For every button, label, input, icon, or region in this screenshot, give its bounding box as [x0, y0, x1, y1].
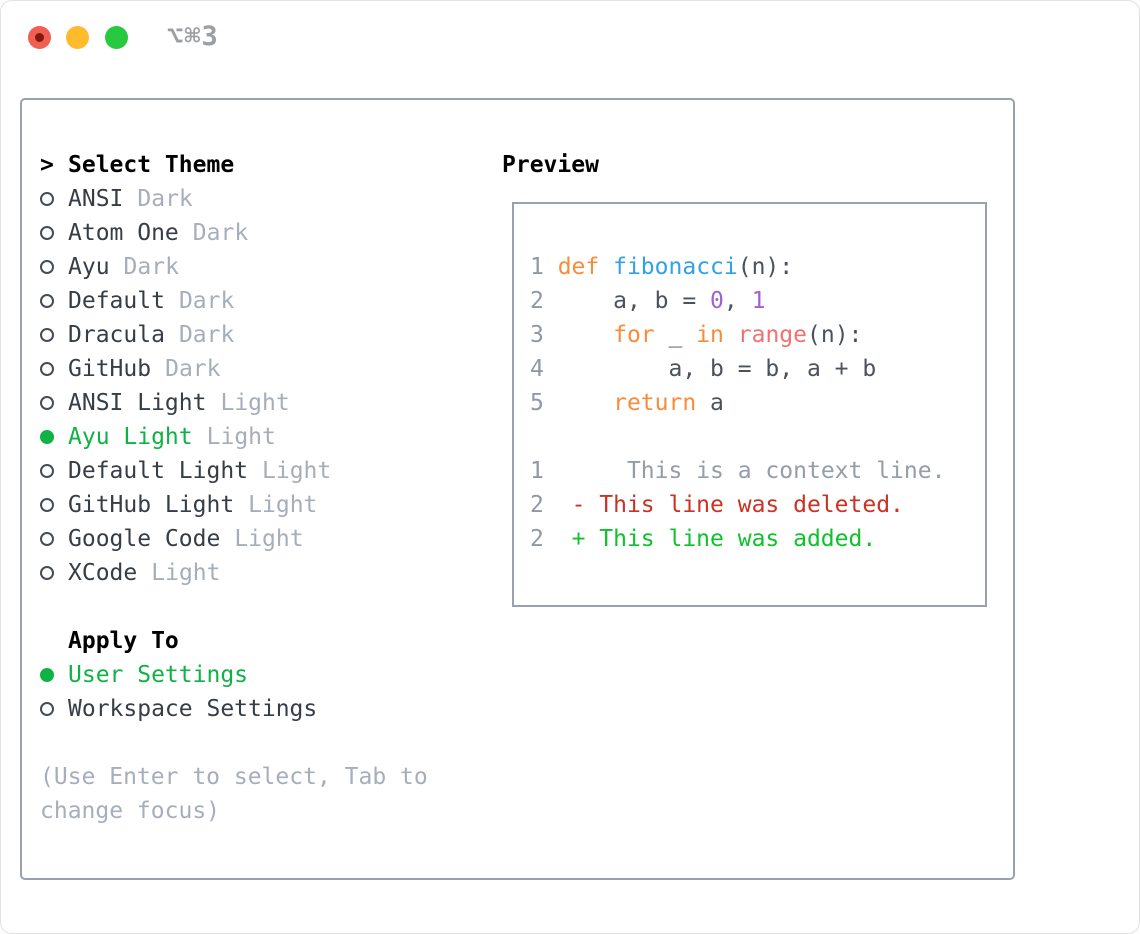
title-bar: ⌥⌘3 [0, 0, 1140, 76]
code-line [530, 420, 985, 454]
theme-option-label: Default [68, 288, 165, 314]
close-button-icon[interactable] [28, 26, 51, 49]
select-theme-title: Select Theme [68, 152, 235, 178]
code-line: 2 + This line was added. [530, 526, 877, 552]
theme-option-default-dark[interactable]: Default Dark [40, 284, 428, 318]
apply-option-label: User Settings [68, 662, 249, 688]
code-line: 5 return a [530, 390, 724, 416]
apply-option-label: Workspace Settings [68, 696, 318, 722]
radio-icon [40, 328, 68, 342]
theme-variant-tag: Light [151, 560, 221, 586]
theme-option-label: Ayu Light [68, 424, 193, 450]
radio-icon [40, 226, 68, 240]
theme-variant-tag: Dark [192, 220, 249, 246]
theme-variant-tag: Dark [165, 356, 221, 382]
theme-option-label: GitHub [68, 356, 152, 382]
theme-option-atom-one-dark[interactable]: Atom One Dark [40, 216, 428, 250]
theme-option-default-light-light[interactable]: Default Light Light [40, 454, 428, 488]
theme-option-dracula-dark[interactable]: Dracula Dark [40, 318, 428, 352]
spacer-line [40, 726, 428, 760]
theme-option-label: ANSI [68, 186, 124, 212]
radio-icon [40, 464, 68, 478]
apply-to-title: Apply To [68, 628, 179, 654]
theme-option-label: Default Light [68, 458, 249, 484]
help-text-line: change focus) [40, 798, 221, 824]
theme-variant-tag: Dark [137, 186, 193, 212]
code-line: 1 This is a context line. [530, 458, 946, 484]
theme-option-xcode-light[interactable]: XCode Light [40, 556, 428, 590]
radio-icon [40, 668, 68, 682]
theme-option-label: Ayu [68, 254, 110, 280]
code-line: 1 def fibonacci(n): [530, 254, 794, 280]
preview-title: Preview [502, 152, 599, 178]
theme-variant-tag: Dark [123, 254, 179, 280]
theme-option-label: Atom One [68, 220, 179, 246]
apply-to-header: Apply To [40, 624, 428, 658]
theme-option-ayu-light-light[interactable]: Ayu Light Light [40, 420, 428, 454]
selector-caret: > [40, 152, 54, 178]
radio-icon [40, 702, 68, 716]
window-title-shortcut: ⌥⌘3 [167, 21, 219, 52]
code-preview-box: 1 def fibonacci(n): 2 a, b = 0, 1 3 for _ … [512, 202, 987, 607]
select-theme-header: > Select Theme [40, 148, 428, 182]
radio-icon [40, 396, 68, 410]
theme-option-google-code-light[interactable]: Google Code Light [40, 522, 428, 556]
code-line: 3 for _ in range(n): [530, 322, 863, 348]
help-text-line: (Use Enter to select, Tab to [40, 764, 428, 790]
radio-icon [40, 192, 68, 206]
radio-icon [40, 532, 68, 546]
radio-icon [40, 260, 68, 274]
radio-icon [40, 498, 68, 512]
apply-option-user-settings[interactable]: User Settings [40, 658, 428, 692]
code-line: 4 a, b = b, a + b [530, 356, 877, 382]
theme-option-label: ANSI Light [68, 390, 207, 416]
theme-variant-tag: Light [206, 424, 276, 450]
radio-icon [40, 362, 68, 376]
minimize-button-icon[interactable] [66, 26, 89, 49]
theme-variant-tag: Light [248, 492, 318, 518]
theme-option-github-dark[interactable]: GitHub Dark [40, 352, 428, 386]
zoom-button-icon[interactable] [105, 26, 128, 49]
theme-variant-tag: Light [262, 458, 332, 484]
theme-option-github-light-light[interactable]: GitHub Light Light [40, 488, 428, 522]
theme-option-label: XCode [68, 560, 138, 586]
code-line: 2 a, b = 0, 1 [530, 288, 766, 314]
radio-icon [40, 430, 68, 444]
theme-option-label: GitHub Light [68, 492, 235, 518]
theme-option-ansi-dark[interactable]: ANSI Dark [40, 182, 428, 216]
help-text: (Use Enter to select, Tab to change focus… [40, 760, 428, 828]
theme-option-ayu-dark[interactable]: Ayu Dark [40, 250, 428, 284]
code-line: 2 - This line was deleted. [530, 492, 904, 518]
radio-icon [40, 566, 68, 580]
theme-variant-tag: Light [234, 526, 304, 552]
theme-variant-tag: Dark [178, 288, 235, 314]
apply-option-workspace-settings[interactable]: Workspace Settings [40, 692, 428, 726]
theme-variant-tag: Light [220, 390, 290, 416]
theme-option-label: Google Code [68, 526, 221, 552]
theme-option-ansi-light-light[interactable]: ANSI Light Light [40, 386, 428, 420]
spacer-line [40, 590, 428, 624]
theme-option-label: Dracula [68, 322, 165, 348]
radio-icon [40, 294, 68, 308]
theme-variant-tag: Dark [178, 322, 235, 348]
